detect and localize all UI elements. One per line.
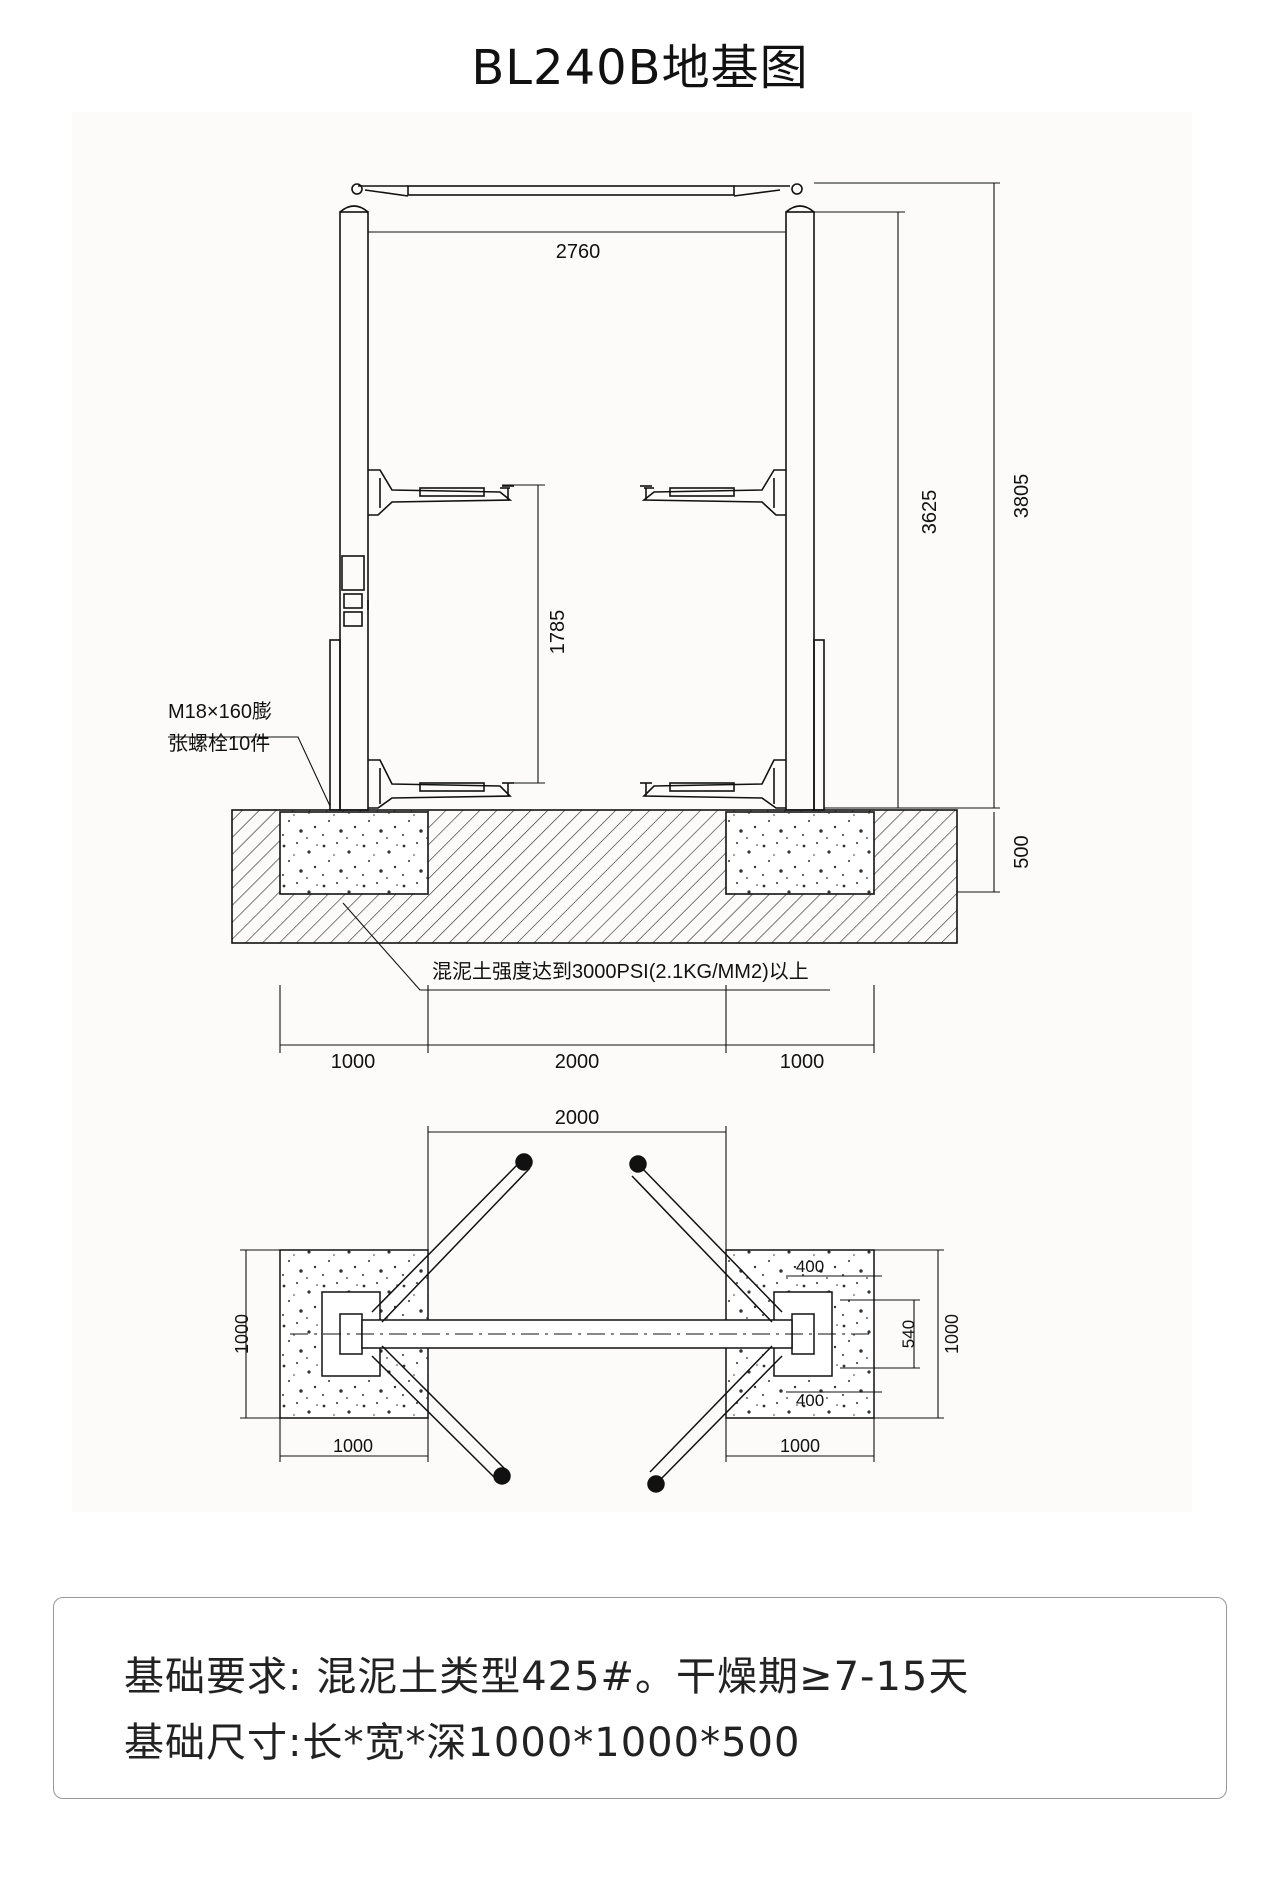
right-arm-raised: [640, 469, 786, 516]
plan-dim-center-gap-label: 2000: [555, 1107, 600, 1129]
plan-arms: [371, 1153, 783, 1493]
dim-total-height-label: 3805: [1011, 474, 1033, 519]
dim-foundation-depth-label: 500: [1011, 835, 1033, 868]
front-elevation: [231, 183, 958, 944]
plan-dim-left-pad-height-label: 1000: [232, 1314, 252, 1354]
dim-center-gap-label: 2000: [555, 1051, 600, 1073]
plan-dimensions: [240, 1126, 944, 1462]
bolt-note-line1: M18×160膨: [168, 700, 272, 723]
concrete-note: 混泥土强度达到3000PSI(2.1KG/MM2)以上: [432, 960, 809, 983]
overhead-beam: [351, 183, 803, 197]
left-arm-lowered: [368, 759, 514, 809]
dim-left-pad-label: 1000: [331, 1051, 376, 1073]
plan-dim-bolt-y-label: 540: [899, 1320, 918, 1348]
plan-dim-right-pad-width-label: 1000: [780, 1436, 820, 1456]
plan-view: [279, 1153, 875, 1493]
front-dimensions: [168, 182, 1000, 1053]
page-title: BL240B地基图: [471, 40, 809, 96]
plan-dim-bolt-x-top-label: 400: [796, 1257, 824, 1276]
requirements-box: 基础要求: 混泥土类型425#。干燥期≥7-15天 基础尺寸:长*宽*深1000…: [53, 1597, 1227, 1799]
left-arm-raised: [368, 469, 514, 516]
ground-slab: [231, 809, 958, 944]
plan-dim-left-pad-width-label: 1000: [333, 1436, 373, 1456]
left-column: [329, 205, 369, 811]
plan-dim-right-pad-height-label: 1000: [942, 1314, 962, 1354]
right-column: [785, 205, 825, 811]
right-arm-lowered: [640, 759, 786, 809]
requirement-concrete: 基础要求: 混泥土类型425#。干燥期≥7-15天: [124, 1654, 970, 1700]
dim-right-pad-label: 1000: [780, 1051, 825, 1073]
dim-arm-travel-label: 1785: [547, 610, 569, 655]
bolt-note-line2: 张螺栓10件: [168, 732, 270, 755]
requirement-dimensions: 基础尺寸:长*宽*深1000*1000*500: [124, 1720, 801, 1766]
plan-dim-bolt-x-bottom-label: 400: [796, 1391, 824, 1410]
dim-width-label: 2760: [556, 241, 601, 263]
dim-lift-height-label: 3625: [919, 490, 941, 535]
